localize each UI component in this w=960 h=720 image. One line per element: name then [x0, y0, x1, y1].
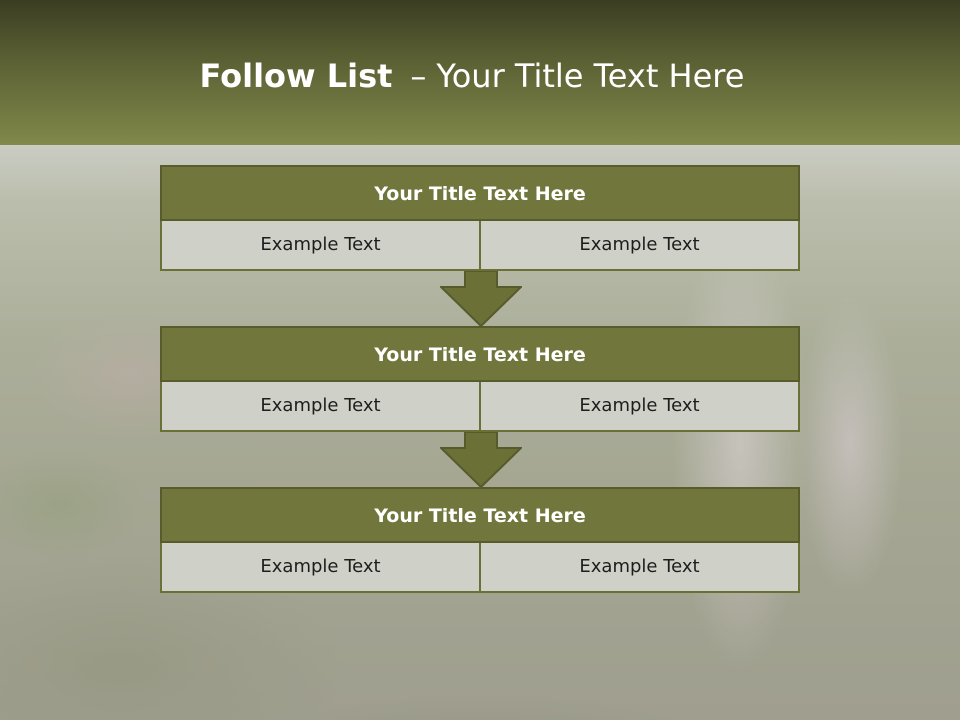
down-arrow-icon	[440, 271, 522, 327]
block-title: Your Title Text Here	[160, 165, 800, 221]
list-block-2: Your Title Text Here Example Text Exampl…	[160, 326, 800, 432]
list-block-3: Your Title Text Here Example Text Exampl…	[160, 487, 800, 593]
block-row: Example Text Example Text	[160, 382, 800, 432]
slide-title-dash: –	[410, 57, 427, 95]
header-band	[0, 0, 960, 145]
block-cell-right: Example Text	[479, 382, 800, 432]
block-cell-left: Example Text	[160, 221, 481, 271]
slide-title-bold: Follow List	[199, 57, 393, 95]
down-arrow-icon	[440, 432, 522, 488]
block-cell-right: Example Text	[479, 221, 800, 271]
block-cell-left: Example Text	[160, 543, 481, 593]
block-cell-left: Example Text	[160, 382, 481, 432]
block-title: Your Title Text Here	[160, 326, 800, 382]
list-block-1: Your Title Text Here Example Text Exampl…	[160, 165, 800, 271]
slide-title: Follow List–Your Title Text Here	[0, 52, 944, 100]
block-title: Your Title Text Here	[160, 487, 800, 543]
block-row: Example Text Example Text	[160, 543, 800, 593]
slide-title-rest: Your Title Text Here	[436, 57, 745, 95]
block-cell-right: Example Text	[479, 543, 800, 593]
block-row: Example Text Example Text	[160, 221, 800, 271]
